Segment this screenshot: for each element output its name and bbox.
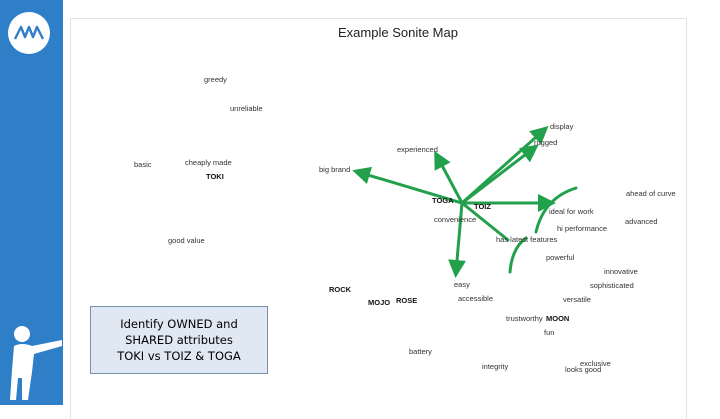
word-has-latest-features: has latest features — [496, 235, 558, 244]
word-unreliable: unreliable — [230, 104, 263, 113]
word-trustworthy: trustworthy — [506, 314, 543, 323]
word-ideal-for-work: ideal for work — [549, 207, 594, 216]
brand-toga: TOGA — [432, 196, 454, 205]
word-innovative: innovative — [604, 267, 638, 276]
word-basic: basic — [134, 160, 152, 169]
word-display: display — [550, 122, 574, 131]
callout-text: Identify OWNED and SHARED attributes TOK… — [117, 317, 241, 363]
brand-moon: MOON — [546, 314, 570, 323]
word-versatile: versatile — [563, 295, 591, 304]
callout-box: Identify OWNED and SHARED attributes TOK… — [90, 306, 268, 374]
word-accessible: accessible — [458, 294, 494, 303]
word-good-value: good value — [168, 236, 205, 245]
word-easy: easy — [454, 280, 470, 289]
word-cheaply-made: cheaply made — [185, 158, 232, 167]
sonite-map-frame — [70, 18, 687, 419]
brand-rose: ROSE — [396, 296, 418, 305]
word-big-brand: big brand — [319, 165, 351, 174]
word-battery: battery — [409, 347, 432, 356]
word-fun: fun — [544, 328, 555, 337]
sidebar-strip — [0, 0, 63, 405]
word-ahead-of-curve: ahead of curve — [626, 189, 676, 198]
brand-mojo: MOJO — [368, 298, 391, 307]
word-exclusive: exclusive — [580, 359, 611, 368]
mw-logo-icon — [8, 12, 50, 54]
word-looks-good: looks good — [565, 365, 602, 374]
word-integrity: integrity — [482, 362, 509, 371]
page-title: Example Sonite Map — [338, 25, 458, 40]
word-sophisticated: sophisticated — [590, 281, 634, 290]
word-hi-performance: hi performance — [557, 224, 608, 233]
word-greedy: greedy — [204, 75, 227, 84]
word-convenience: convenience — [434, 215, 477, 224]
brand-toki: TOKI — [206, 172, 224, 181]
pointing-person-icon — [10, 326, 62, 400]
brand-rock: ROCK — [329, 285, 352, 294]
word-powerful: powerful — [546, 253, 575, 262]
word-experienced: experienced — [397, 145, 438, 154]
brand-toiz: TOIZ — [474, 202, 491, 211]
word-rugged: rugged — [534, 138, 558, 147]
word-advanced: advanced — [625, 217, 658, 226]
